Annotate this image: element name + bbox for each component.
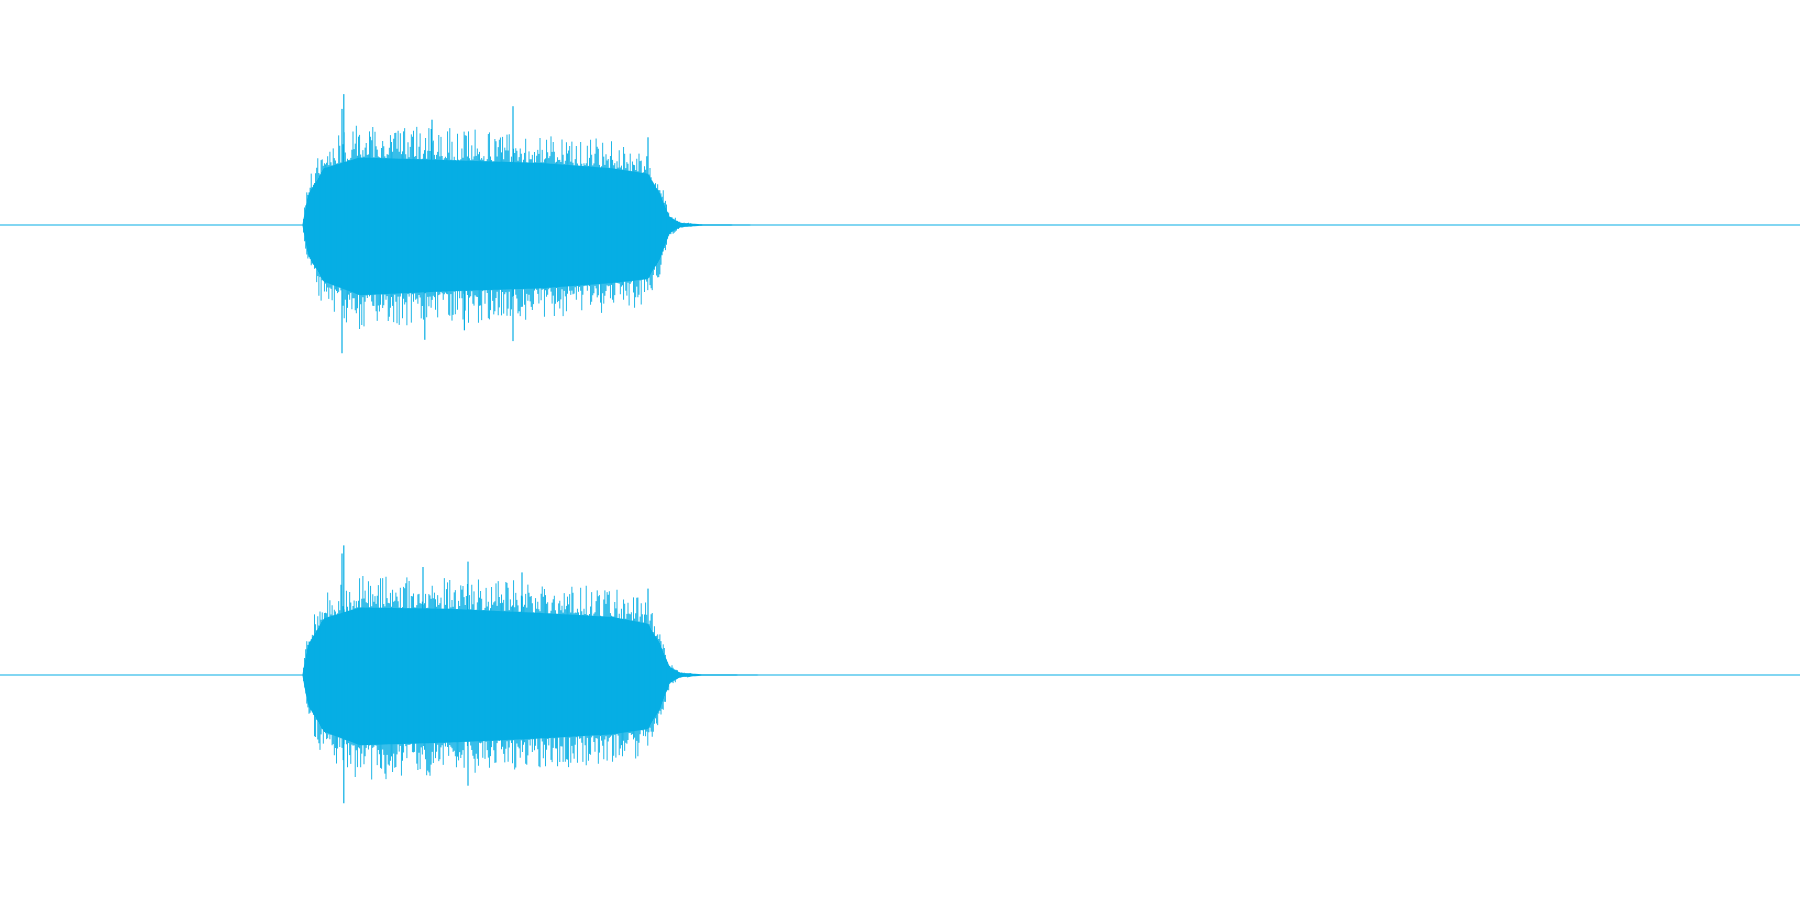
channel-1-texture [303,125,693,329]
channel-2-waveform [0,545,1800,804]
channel-1-waveform [0,94,1800,354]
channel-2-texture [303,576,693,780]
